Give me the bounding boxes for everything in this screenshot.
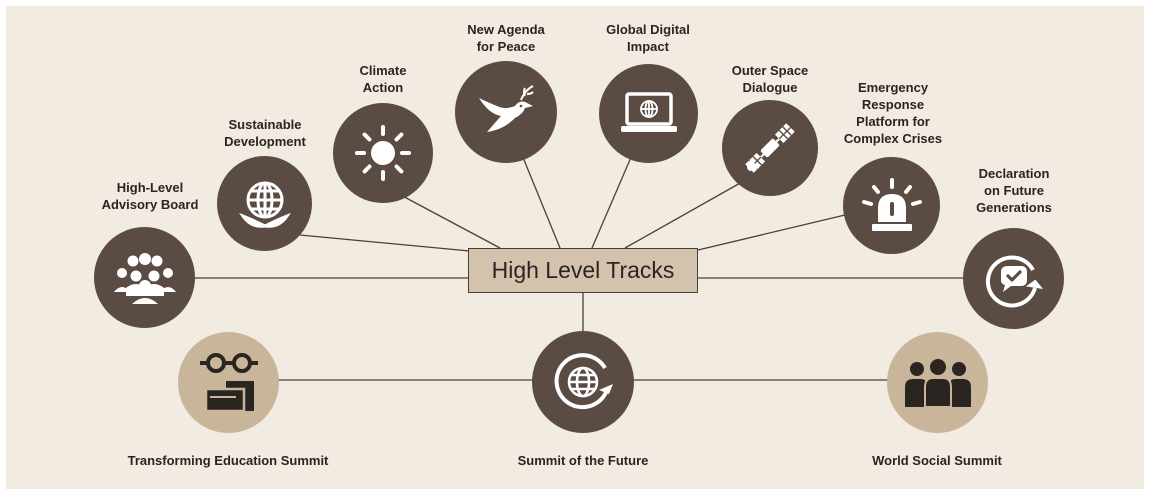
declaration-line-2: on Future xyxy=(984,183,1044,198)
climate-line-1: Climate xyxy=(359,63,407,78)
advisory-line-1: High-Level xyxy=(116,180,184,195)
label-climate-action: Climate Action xyxy=(338,62,428,96)
label-global-digital-impact: Global Digital Impact xyxy=(588,21,708,55)
declaration-future-generations-node xyxy=(963,228,1064,329)
emergency-line-4: Complex Crises xyxy=(843,131,943,146)
people-group-icon xyxy=(113,252,176,304)
label-emergency-response: Emergency Response Platform for Complex … xyxy=(836,79,950,147)
connector-digital xyxy=(591,154,633,249)
advisory-line-2: Advisory Board xyxy=(101,197,199,212)
connector-peace xyxy=(521,154,561,249)
digital-line-2: Impact xyxy=(627,39,669,54)
new-agenda-for-peace-node xyxy=(455,61,557,163)
label-sustainable-development: Sustainable Development xyxy=(210,116,320,150)
dove-icon xyxy=(479,85,534,132)
sustainable-line-1: Sustainable xyxy=(228,117,302,132)
refresh-check-icon xyxy=(985,255,1043,307)
connector-emergency xyxy=(697,214,846,251)
three-people-icon xyxy=(904,358,971,407)
space-line-1: Outer Space xyxy=(731,63,809,78)
connector-space xyxy=(624,181,743,249)
climate-action-node xyxy=(333,103,433,203)
center-label: High Level Tracks xyxy=(491,257,675,283)
label-declaration-future-generations: Declaration on Future Generations xyxy=(958,165,1070,216)
alarm-light-icon xyxy=(861,177,922,231)
peace-line-1: New Agenda xyxy=(467,22,545,37)
label-advisory-board: High-Level Advisory Board xyxy=(90,179,210,213)
advisory-board-node xyxy=(94,227,195,328)
outer-space-dialogue-node xyxy=(722,100,818,196)
emergency-response-node xyxy=(843,157,940,254)
label-summit-of-the-future: Summit of the Future xyxy=(517,453,649,468)
world-social-summit-node xyxy=(887,332,988,433)
sun-icon xyxy=(355,125,411,181)
emergency-line-2: Response xyxy=(861,97,925,112)
climate-line-2: Action xyxy=(362,80,404,95)
globe-cycle-icon xyxy=(554,353,613,410)
digital-line-1: Global Digital xyxy=(606,22,690,37)
emergency-line-1: Emergency xyxy=(857,80,929,95)
global-digital-impact-node xyxy=(599,64,698,163)
sustainable-development-node xyxy=(217,156,312,251)
laptop-globe-icon xyxy=(620,91,677,132)
label-new-agenda-for-peace: New Agenda for Peace xyxy=(451,21,561,55)
declaration-line-3: Generations xyxy=(976,200,1052,215)
label-outer-space-dialogue: Outer Space Dialogue xyxy=(715,62,825,96)
glasses-books-icon xyxy=(199,352,258,412)
label-world-social-summit: World Social Summit xyxy=(872,453,1002,468)
connector-climate xyxy=(394,191,501,249)
declaration-line-1: Declaration xyxy=(978,166,1050,181)
emergency-line-3: Platform for xyxy=(856,114,930,129)
sustainable-line-2: Development xyxy=(224,134,306,149)
high-level-tracks-box: High Level Tracks xyxy=(468,248,698,293)
label-transforming-education-summit: Transforming Education Summit xyxy=(127,453,329,468)
connector-sustainable xyxy=(299,234,481,253)
summit-of-the-future-node xyxy=(532,331,634,433)
transforming-education-summit-node xyxy=(178,332,279,433)
globe-leaves-icon xyxy=(238,181,291,228)
peace-line-2: for Peace xyxy=(476,39,536,54)
space-line-2: Dialogue xyxy=(742,80,798,95)
satellite-icon xyxy=(745,123,795,173)
